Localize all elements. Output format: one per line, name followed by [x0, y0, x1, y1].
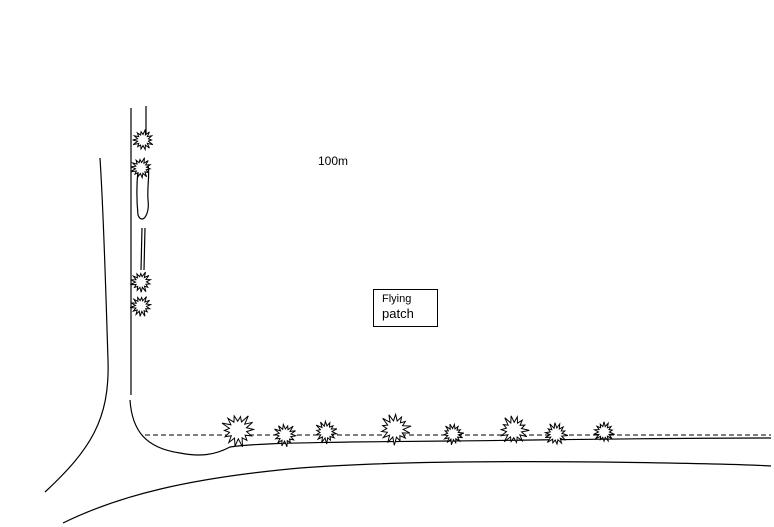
bush-icon: [130, 157, 152, 180]
flying-patch-label-line1: Flying: [382, 293, 412, 305]
bush-icon: [130, 295, 153, 317]
bush-icon: [592, 421, 615, 443]
bush-icon: [499, 414, 530, 445]
bush-icon: [221, 414, 256, 448]
flying-patch-box[interactable]: Flying patch: [373, 289, 438, 327]
bushes: [130, 129, 615, 448]
bush-icon: [274, 422, 298, 447]
road-bottom-edge: [62, 461, 772, 524]
flying-patch-label-line2: patch: [382, 306, 414, 321]
bush-icon: [132, 129, 154, 152]
road-left-edge: [44, 157, 109, 493]
bush-icon: [380, 412, 412, 446]
bush-icon: [130, 271, 153, 293]
bush-icon: [442, 422, 465, 445]
bush-icon: [314, 419, 339, 445]
scale-label: 100m: [318, 154, 349, 168]
hedge-line: [136, 106, 150, 271]
bush-icon: [543, 422, 569, 446]
